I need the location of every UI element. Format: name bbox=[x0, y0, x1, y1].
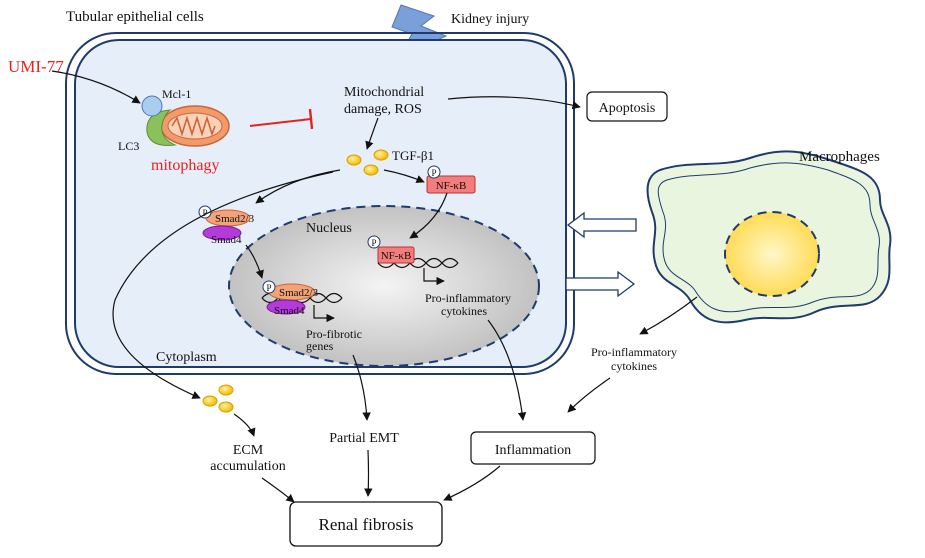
emt-to-fibrosis-arrow bbox=[364, 449, 373, 497]
nfkb-to-nucleus-arrow bbox=[409, 192, 448, 239]
mito-damage-line2: damage, ROS bbox=[344, 102, 422, 117]
cell-cytokines-to-inflammation-arrow bbox=[487, 319, 527, 421]
pro-infl-nuc-line1: Pro-inflammatory bbox=[425, 291, 511, 305]
renal-fibrosis-box bbox=[289, 501, 443, 547]
renal-fibrosis-label: Renal fibrosis bbox=[319, 515, 414, 534]
smad4-shape-cytoplasm bbox=[202, 225, 242, 241]
phospho-label-nfkb-cyto: P bbox=[431, 168, 436, 178]
smad-transcription-arrow bbox=[313, 305, 335, 323]
mitophagy-label: mitophagy bbox=[151, 157, 219, 174]
pro-fibrotic-line1: Pro-fibrotic bbox=[306, 327, 362, 341]
apoptosis-label: Apoptosis bbox=[599, 101, 656, 116]
lc3-label: LC3 bbox=[118, 139, 139, 153]
ecm-line2: accumulation bbox=[210, 459, 285, 474]
tgf-beta1-cluster bbox=[346, 149, 389, 176]
smad-to-nucleus-arrow bbox=[245, 244, 264, 279]
damage-to-tgf-arrow bbox=[365, 117, 379, 150]
umi77-label: UMI-77 bbox=[8, 57, 64, 76]
mcl1-label: Mcl-1 bbox=[162, 87, 191, 101]
macrophages-label: Macrophages bbox=[799, 149, 880, 165]
ecm-tgf-cluster bbox=[202, 384, 234, 413]
cell-outer-membrane bbox=[65, 32, 575, 375]
mcl1-circle bbox=[141, 95, 163, 117]
macrophage-to-cell-arrow bbox=[566, 211, 637, 239]
ecm-line1: ECM bbox=[233, 443, 264, 458]
pro-infl-nuc-line2: cytokines bbox=[441, 304, 487, 318]
smad4-label-nucleus: Smad4 bbox=[274, 305, 305, 317]
inhibition-bar bbox=[308, 108, 314, 130]
cytoplasm-label: Cytoplasm bbox=[156, 350, 217, 365]
inflammation-box bbox=[470, 431, 596, 465]
apoptosis-box bbox=[586, 91, 668, 122]
macrophage-inner bbox=[657, 162, 880, 313]
genes-to-emt-arrow bbox=[352, 354, 371, 421]
nfkb-label-nucleus: NF-κB bbox=[381, 250, 412, 262]
pro-fibrotic-line2: genes bbox=[306, 339, 334, 353]
smad4-label-cytoplasm: Smad4 bbox=[211, 234, 242, 246]
phospho-circle-nfkb-nuc bbox=[367, 235, 381, 249]
tubular-cells-label: Tubular epithelial cells bbox=[66, 9, 204, 25]
mac-cytokines-to-inflammation-arrow bbox=[567, 377, 611, 413]
inhibition-line bbox=[249, 118, 312, 127]
nfkb-label-cytoplasm: NF-κB bbox=[436, 180, 467, 192]
nucleus bbox=[228, 205, 540, 367]
apoptosis-arrow bbox=[447, 96, 581, 110]
macrophage-nucleus bbox=[724, 211, 820, 297]
kidney-injury-label: Kidney injury bbox=[451, 12, 529, 27]
partial-emt-label: Partial EMT bbox=[329, 431, 399, 446]
pro-infl-mac-line2: cytokines bbox=[611, 359, 657, 373]
phospho-circle-smad-nuc bbox=[262, 280, 276, 294]
cell-to-macrophage-arrow bbox=[565, 270, 636, 298]
smad4-shape-nucleus bbox=[266, 299, 306, 315]
nfkb-box-nucleus bbox=[377, 246, 415, 264]
nfkb-transcription-arrow bbox=[423, 268, 445, 286]
tgf-to-ecm-arrow bbox=[112, 171, 334, 399]
tgfb1-label: TGF-β1 bbox=[392, 148, 434, 163]
inflammation-label: Inflammation bbox=[495, 443, 571, 458]
mito-damage-line1: Mitochondrial bbox=[344, 85, 424, 100]
smad23-label-nucleus: Smad2/3 bbox=[279, 287, 319, 299]
cluster-to-ecm-arrow bbox=[233, 413, 256, 437]
lc3-shape bbox=[146, 109, 177, 146]
nucleus-label: Nucleus bbox=[306, 221, 352, 236]
tgf-to-nfkb-arrow bbox=[383, 169, 425, 183]
tgf-to-smad-arrow bbox=[255, 169, 341, 204]
nfkb-box-cytoplasm bbox=[426, 175, 476, 194]
smad23-label-cytoplasm: Smad2/3 bbox=[215, 213, 255, 225]
mitochondrion-icon bbox=[160, 105, 230, 147]
pro-infl-mac-line1: Pro-inflammatory bbox=[591, 345, 677, 359]
phospho-label-smad-cyto: P bbox=[202, 208, 207, 218]
macrophage-cytokine-arrow bbox=[639, 296, 698, 335]
phospho-circle-nfkb-cyto bbox=[427, 165, 441, 179]
inflammation-to-fibrosis-arrow bbox=[443, 465, 501, 501]
umi77-arrow bbox=[51, 70, 141, 104]
phospho-label-nfkb-nuc: P bbox=[371, 238, 376, 248]
ecm-to-fibrosis-arrow bbox=[261, 477, 295, 503]
phospho-label-smad-nuc: P bbox=[266, 283, 271, 293]
